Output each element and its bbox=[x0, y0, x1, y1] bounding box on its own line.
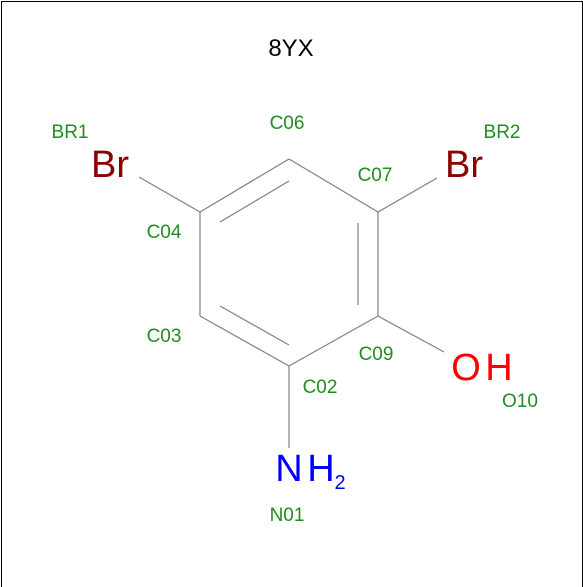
atom-label-c02: C02 bbox=[303, 377, 338, 398]
atom-label-c04: C04 bbox=[147, 222, 182, 243]
bonds bbox=[138, 158, 445, 448]
bond-c07-br2 bbox=[377, 177, 438, 213]
bond-c06-c07 bbox=[288, 158, 379, 213]
hydroxyl-oxygen-symbol: O bbox=[451, 347, 481, 389]
atom-label-br1: BR1 bbox=[52, 122, 89, 143]
atom-label-br2: BR2 bbox=[484, 122, 521, 143]
bond-c04-br1 bbox=[138, 176, 201, 213]
bromine-symbol-1: Br bbox=[91, 144, 129, 186]
atom-label-n01: N01 bbox=[270, 505, 305, 526]
bond-c03-c02-inner bbox=[219, 305, 290, 346]
molecule-title: 8YX bbox=[268, 35, 313, 62]
bond-c02-c09 bbox=[288, 315, 379, 367]
atom-label-c03: C03 bbox=[147, 326, 182, 347]
amine-hydrogen-symbol: H bbox=[307, 448, 334, 490]
bond-c03-c02 bbox=[199, 315, 290, 367]
amine-nitrogen-symbol: N bbox=[275, 448, 302, 490]
amine-subscript: 2 bbox=[334, 472, 345, 494]
atom-label-c06: C06 bbox=[270, 113, 305, 134]
atom-label-c09: C09 bbox=[359, 344, 394, 365]
atom-label-o10: O10 bbox=[502, 391, 538, 412]
atom-label-c07: C07 bbox=[358, 165, 393, 186]
bond-c06-c04 bbox=[199, 158, 290, 213]
hydroxyl-hydrogen-symbol: H bbox=[485, 347, 512, 389]
bond-c06-c04-inner bbox=[219, 180, 290, 223]
bromine-symbol-2: Br bbox=[445, 144, 483, 186]
atom-labels: BR1 BR2 C06 C07 C04 C03 C09 C02 O10 N01 bbox=[52, 113, 538, 526]
bond-c09-o10 bbox=[377, 315, 445, 353]
